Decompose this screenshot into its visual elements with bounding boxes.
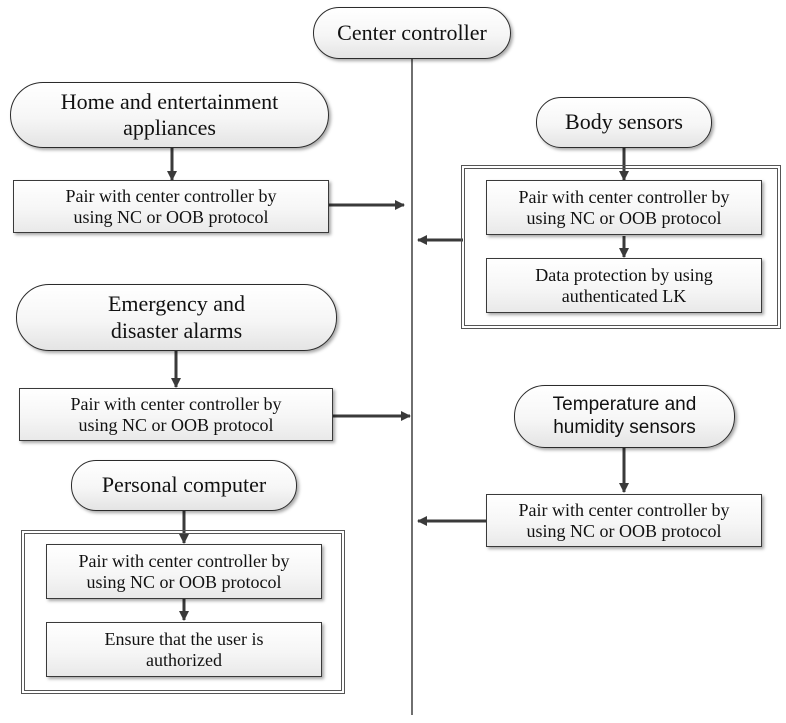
home-entertainment-node: Home and entertainment appliances: [10, 82, 329, 148]
body-sensors-group: [461, 165, 781, 329]
emergency-alarms-node: Emergency and disaster alarms: [16, 284, 337, 351]
body-sensors-node: Body sensors: [536, 97, 712, 148]
pc-pair-step: Pair with center controller by using NC …: [46, 544, 322, 599]
emergency-pair-step: Pair with center controller by using NC …: [19, 388, 333, 441]
center-controller-node: Center controller: [313, 7, 511, 59]
body-pair-step: Pair with center controller by using NC …: [486, 180, 762, 235]
personal-computer-group: [21, 530, 345, 694]
temperature-pair-step: Pair with center controller by using NC …: [486, 494, 762, 547]
temperature-humidity-node: Temperature and humidity sensors: [514, 385, 735, 448]
personal-computer-node: Personal computer: [71, 460, 297, 511]
home-pair-step: Pair with center controller by using NC …: [13, 180, 329, 233]
body-protection-step: Data protection by using authenticated L…: [486, 258, 762, 313]
pc-authorize-step: Ensure that the user is authorized: [46, 622, 322, 677]
